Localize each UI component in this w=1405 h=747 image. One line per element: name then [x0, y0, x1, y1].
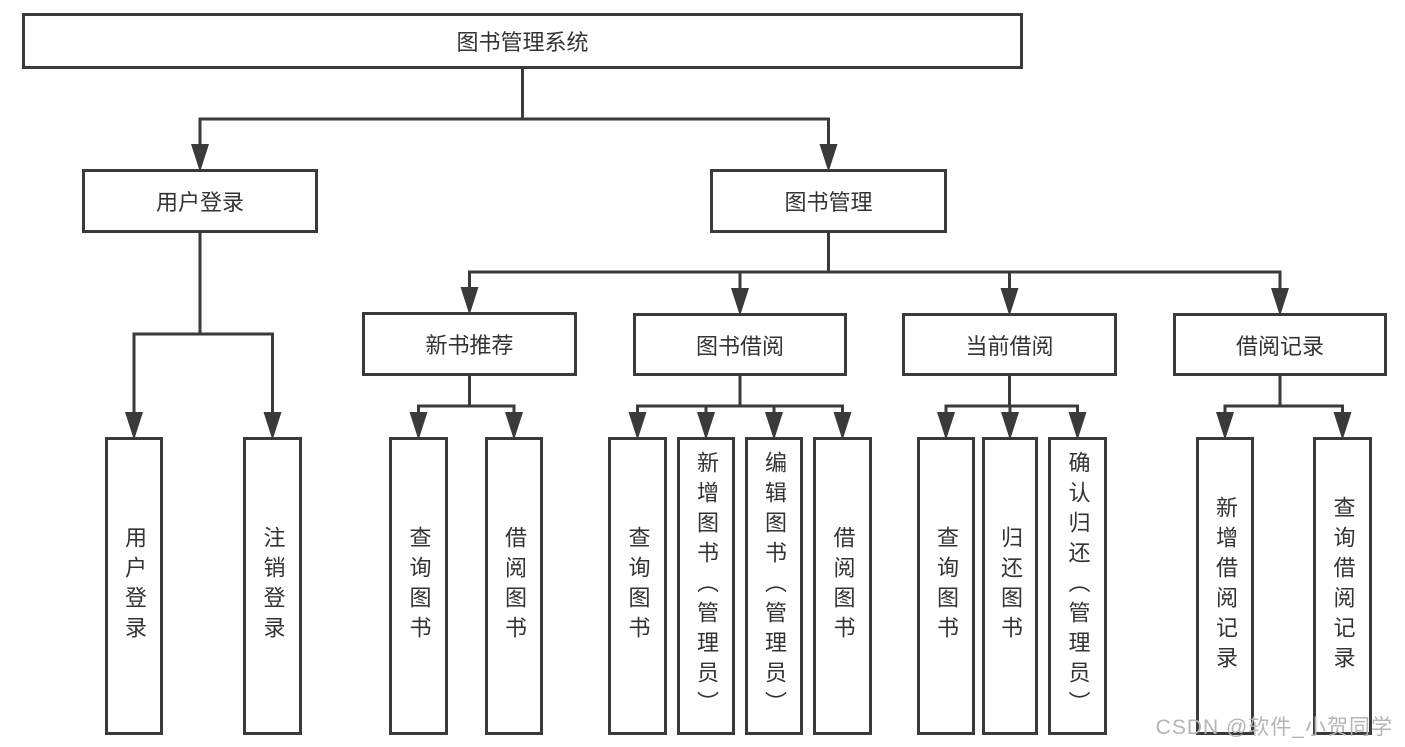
node-label-leaf-add-book: 新增图书（管理员）: [694, 451, 719, 721]
arrowhead-icon: [833, 412, 852, 440]
node-leaf-query-book-current: 查询图书: [917, 437, 975, 735]
node-leaf-borrow-book-new: 借阅图书: [485, 437, 543, 735]
node-label-leaf-query-borrow-record: 查询借阅记录: [1330, 496, 1356, 676]
node-leaf-confirm-return: 确认归还（管理员）: [1048, 437, 1107, 735]
arrowhead-icon: [819, 144, 838, 172]
node-label-leaf-logout: 注销登录: [260, 526, 286, 646]
node-leaf-return-book: 归还图书: [982, 437, 1038, 735]
arrowhead-icon: [1216, 412, 1234, 440]
arrowhead-icon: [1068, 412, 1087, 440]
arrowhead-icon: [263, 412, 282, 440]
node-root: 图书管理系统: [22, 13, 1023, 69]
arrowhead-icon: [191, 144, 209, 172]
node-borrow-record: 借阅记录: [1173, 313, 1387, 376]
node-label-leaf-user-login: 用户登录: [122, 526, 147, 646]
node-leaf-query-book-new: 查询图书: [389, 437, 448, 735]
node-label-new-book-rec: 新书推荐: [425, 333, 514, 358]
node-new-book-rec: 新书推荐: [362, 312, 577, 376]
node-label-book-borrow: 图书借阅: [695, 333, 784, 359]
node-label-root: 图书管理系统: [456, 30, 589, 55]
arrowhead-icon: [1000, 288, 1019, 316]
node-book-mgmt: 图书管理: [710, 169, 947, 233]
node-leaf-logout: 注销登录: [243, 437, 302, 735]
arrowhead-icon: [505, 412, 523, 440]
node-label-leaf-add-borrow-record: 新增借阅记录: [1213, 496, 1238, 676]
node-label-leaf-query-book-new: 查询图书: [406, 526, 432, 646]
node-label-leaf-edit-book: 编辑图书（管理员）: [762, 451, 787, 721]
node-user-login: 用户登录: [82, 169, 318, 233]
arrowhead-icon: [765, 412, 783, 440]
arrowhead-icon: [628, 412, 647, 440]
node-leaf-query-borrow-record: 查询借阅记录: [1313, 437, 1372, 735]
node-label-leaf-query-book-borrow: 查询图书: [625, 526, 651, 646]
node-leaf-borrow-book: 借阅图书: [813, 437, 872, 735]
arrowhead-icon: [1001, 412, 1019, 440]
arrowhead-icon: [125, 412, 143, 440]
node-label-user-login: 用户登录: [155, 190, 244, 215]
node-label-leaf-borrow-book: 借阅图书: [830, 526, 856, 646]
node-label-borrow-record: 借阅记录: [1235, 333, 1324, 359]
node-current-borrow: 当前借阅: [902, 313, 1117, 376]
watermark: CSDN @软件_小贺同学: [1155, 716, 1393, 739]
arrowhead-icon: [460, 287, 479, 315]
node-label-leaf-query-book-current: 查询图书: [934, 526, 959, 646]
node-label-leaf-confirm-return: 确认归还（管理员）: [1065, 451, 1091, 721]
node-label-current-borrow: 当前借阅: [965, 333, 1054, 359]
arrowhead-icon: [1271, 288, 1289, 316]
node-leaf-query-book-borrow: 查询图书: [608, 437, 667, 735]
node-book-borrow: 图书借阅: [633, 313, 847, 376]
arrowhead-icon: [937, 412, 955, 440]
node-label-book-mgmt: 图书管理: [784, 190, 873, 215]
node-label-leaf-borrow-book-new: 借阅图书: [502, 526, 527, 646]
arrowhead-icon: [697, 412, 715, 440]
node-leaf-user-login: 用户登录: [105, 437, 163, 735]
arrowhead-icon: [409, 412, 428, 440]
node-leaf-edit-book: 编辑图书（管理员）: [745, 437, 803, 735]
node-label-leaf-return-book: 归还图书: [998, 526, 1023, 646]
arrowhead-icon: [731, 288, 749, 316]
node-leaf-add-book: 新增图书（管理员）: [677, 437, 735, 735]
node-leaf-add-borrow-record: 新增借阅记录: [1196, 437, 1254, 735]
arrowhead-icon: [1333, 412, 1352, 440]
